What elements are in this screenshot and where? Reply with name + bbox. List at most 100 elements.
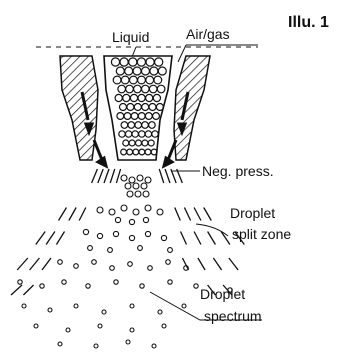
- nozzle-wall-right: [174, 56, 210, 160]
- droplet: [129, 219, 134, 224]
- droplet: [145, 205, 151, 211]
- droplet: [92, 260, 97, 265]
- droplet: [168, 248, 173, 253]
- spray-streak: [194, 208, 201, 221]
- spray-streak: [181, 232, 187, 245]
- droplet: [138, 246, 143, 251]
- spray-streak: [69, 208, 76, 221]
- spray-streak: [11, 285, 22, 295]
- droplet: [130, 304, 134, 308]
- droplet: [133, 183, 139, 189]
- figure-title: Illu. 1: [288, 14, 329, 31]
- droplet: [158, 310, 162, 314]
- droplet: [140, 284, 144, 288]
- droplet: [66, 328, 70, 332]
- label-split-zone-1: Droplet: [230, 205, 275, 221]
- liquid-channel: [104, 56, 172, 160]
- spray-streak: [213, 258, 221, 270]
- spray-streak: [165, 169, 170, 183]
- droplet: [166, 260, 171, 265]
- droplet: [168, 280, 172, 284]
- spray-streak: [229, 258, 238, 270]
- spray-streak: [159, 169, 163, 183]
- droplet: [182, 304, 186, 308]
- droplet: [115, 217, 120, 222]
- droplet: [121, 205, 127, 211]
- droplet: [133, 209, 139, 215]
- droplet: [18, 280, 22, 284]
- droplet: [129, 177, 135, 183]
- spray-streak: [104, 169, 109, 183]
- nozzle-wall-left: [60, 56, 98, 160]
- spray-streak: [204, 208, 212, 221]
- droplet: [98, 324, 102, 328]
- droplet: [152, 344, 156, 348]
- droplet: [161, 235, 166, 240]
- spray-streak: [46, 232, 55, 245]
- spray-streak: [42, 258, 51, 270]
- spray-streak: [221, 232, 230, 245]
- droplet: [58, 260, 63, 265]
- droplet: [126, 340, 130, 344]
- droplet: [110, 266, 115, 271]
- spray-streak: [175, 208, 181, 221]
- droplet: [129, 235, 134, 240]
- spray-streak: [98, 169, 103, 183]
- spray-streak: [116, 169, 120, 183]
- spray-streak: [92, 169, 98, 183]
- droplet: [121, 175, 127, 181]
- droplet: [128, 262, 133, 267]
- spray-streak: [56, 232, 64, 245]
- label-spectrum-1: Droplet: [200, 286, 245, 302]
- droplet: [114, 280, 118, 284]
- droplet: [74, 304, 78, 308]
- droplet: [143, 191, 149, 197]
- droplet: [34, 324, 38, 328]
- droplet: [145, 177, 151, 183]
- droplet: [125, 183, 131, 189]
- spray-streak: [23, 285, 33, 295]
- spray-streak: [194, 232, 201, 245]
- droplet: [113, 231, 118, 236]
- spray-streak: [208, 232, 216, 245]
- spray-streak: [36, 232, 45, 245]
- droplet: [22, 304, 26, 308]
- spray-streak: [30, 258, 40, 270]
- spray-streak: [17, 258, 28, 270]
- spray-streak: [110, 169, 115, 183]
- droplet: [97, 207, 103, 213]
- droplet: [130, 328, 134, 332]
- droplet: [102, 310, 106, 314]
- droplet: [74, 264, 79, 269]
- droplet: [157, 209, 163, 215]
- label-neg-press: Neg. press.: [202, 163, 274, 179]
- label-air-gas: Air/gas: [186, 26, 230, 42]
- droplet: [58, 342, 62, 346]
- spray-streak: [59, 208, 67, 221]
- droplet: [135, 191, 141, 197]
- label-liquid: Liquid: [112, 29, 149, 45]
- droplet: [40, 284, 44, 288]
- droplet: [143, 217, 148, 222]
- droplet: [48, 308, 52, 312]
- droplet: [88, 246, 93, 251]
- spray-streak: [198, 258, 205, 270]
- label-spectrum-2: spectrum: [204, 308, 262, 324]
- droplet: [62, 280, 66, 284]
- spray-streak: [184, 208, 190, 221]
- droplet: [141, 183, 147, 189]
- droplet: [194, 284, 198, 288]
- droplet: [108, 248, 113, 253]
- droplet: [137, 175, 143, 181]
- droplet: [148, 266, 153, 271]
- droplet: [127, 191, 133, 197]
- droplet: [97, 233, 102, 238]
- spray-lines: [11, 169, 244, 295]
- droplet: [145, 231, 150, 236]
- droplet: [94, 344, 98, 348]
- droplet: [162, 324, 166, 328]
- droplet: [83, 229, 88, 234]
- spray-streak: [79, 208, 86, 221]
